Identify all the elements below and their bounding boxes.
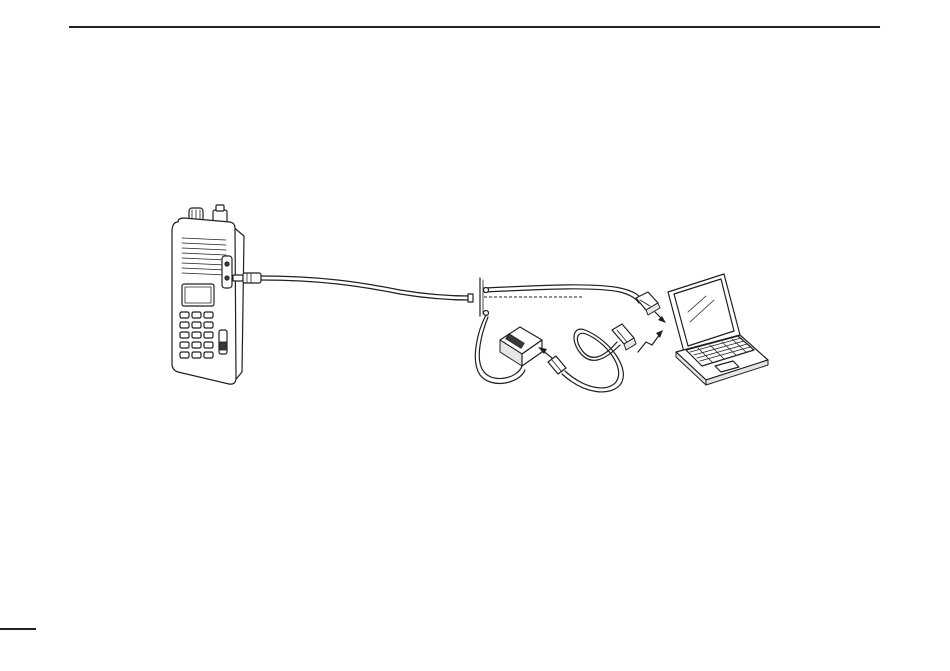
serial-cable: [484, 285, 643, 303]
db9-connector-icon: [636, 292, 666, 323]
cable-icon: [233, 273, 483, 316]
usb-plug-icon: [612, 324, 663, 352]
laptop-icon: [668, 274, 768, 385]
usb-cable: [548, 329, 623, 392]
radio-icon: [172, 205, 244, 384]
adapter-icon: [500, 327, 552, 366]
